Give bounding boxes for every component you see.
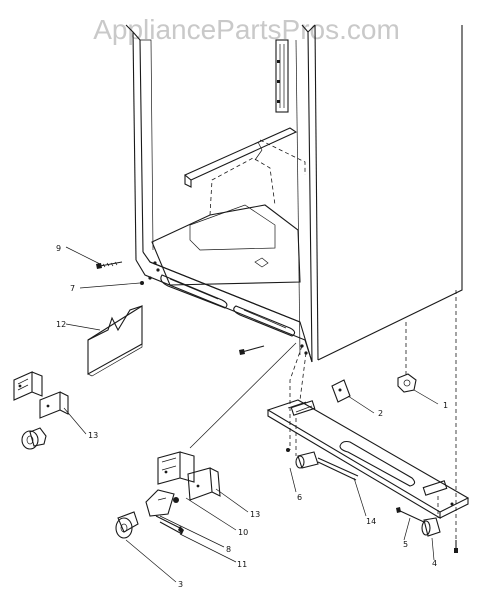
callout-labels: 1 2 3 4 5 6 7 8 9 10 11 12 13 13 14: [56, 244, 448, 589]
leveling-leg-part-4: [421, 517, 441, 537]
callout-2: 2: [378, 409, 383, 418]
callout-4: 4: [432, 559, 437, 568]
grille-panel-part-12: [87, 305, 143, 377]
callout-10: 10: [238, 528, 248, 537]
callout-14: 14: [366, 517, 376, 526]
screw-part-5: [396, 507, 425, 523]
callout-8: 8: [226, 545, 231, 554]
leader-lines: [63, 246, 439, 583]
nut-part-1: [397, 373, 417, 393]
callout-13-right: 13: [250, 510, 260, 519]
roller-assembly: [115, 489, 184, 539]
callout-1: 1: [443, 401, 448, 410]
screw-part-9: [96, 261, 123, 269]
frame-screw: [239, 345, 265, 355]
callout-11: 11: [237, 560, 247, 569]
screw-part-7: [140, 276, 152, 285]
roller-wheel-left: [21, 427, 47, 450]
callout-7: 7: [70, 284, 75, 293]
callout-13-left: 13: [88, 431, 98, 440]
roller-bracket-part-13-right: [157, 451, 221, 501]
pin-right: [454, 540, 458, 553]
callout-5: 5: [403, 540, 408, 549]
bracket-part-2: [331, 379, 351, 403]
callout-9: 9: [56, 244, 61, 253]
leveling-leg-part-6: [286, 448, 359, 481]
roller-bracket-part-13-left: [13, 371, 69, 419]
base-plate-part-14: [266, 399, 470, 519]
callout-3: 3: [178, 580, 183, 589]
assembly-lines: [189, 290, 457, 540]
callout-6: 6: [297, 493, 302, 502]
cabinet: [125, 24, 463, 363]
callout-12: 12: [56, 320, 66, 329]
